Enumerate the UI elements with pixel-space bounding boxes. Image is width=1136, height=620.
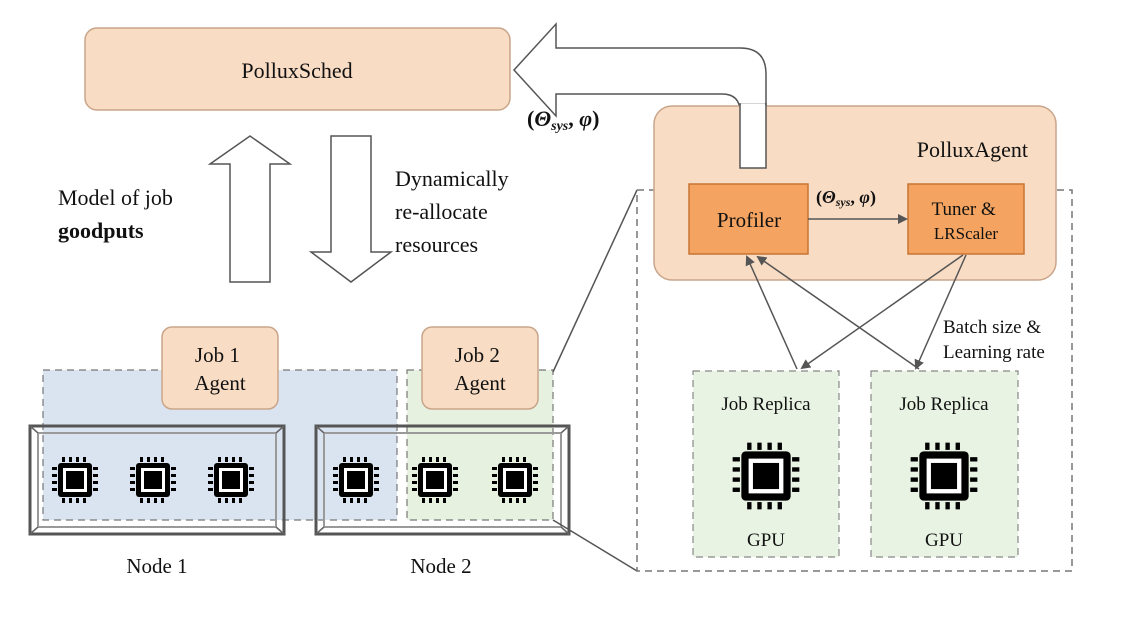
model-of-goodputs-label: Model of job goodputs xyxy=(58,185,178,243)
feedback-theta-phi-label: (Θsys, φ) xyxy=(527,106,599,134)
zoom-line-top xyxy=(552,189,638,373)
tuner-label: Tuner & LRScaler xyxy=(932,199,1001,243)
job-replica-2-gpu-label: GPU xyxy=(925,530,963,551)
node1-label: Node 1 xyxy=(126,554,187,578)
node2-frame xyxy=(314,424,571,536)
gpu-chip-icon xyxy=(333,457,379,503)
node1-frame xyxy=(28,424,286,536)
tuner-to-replica2-arrow xyxy=(914,254,967,370)
feedback-arrow xyxy=(512,22,767,169)
job1-agent-box xyxy=(161,326,279,410)
reallocate-resources-label: Dynamically re-allocate resources xyxy=(395,166,514,257)
node2-label: Node 2 xyxy=(410,554,471,578)
profiler-label: Profiler xyxy=(717,208,781,232)
gpu-chip-icon xyxy=(52,457,98,503)
zoom-line-bottom xyxy=(552,519,638,572)
pollux-sched-box xyxy=(84,27,511,111)
inner-theta-phi-label: (Θsys, φ) xyxy=(816,187,876,209)
job-replica-1-title: Job Replica xyxy=(721,394,811,415)
batch-size-learning-rate-label: Batch size & Learning rate xyxy=(943,317,1046,363)
up-arrow xyxy=(207,135,293,283)
replica1-to-profiler-arrow xyxy=(745,255,798,370)
job2-agent-label: Job 2 Agent xyxy=(454,343,505,395)
job-replica-2-title: Job Replica xyxy=(899,394,989,415)
job-replica-1-gpu-label: GPU xyxy=(747,530,785,551)
feedback-arrow-stem xyxy=(739,103,767,169)
replica2-to-profiler-arrow xyxy=(756,255,920,370)
gpu-chip-icon xyxy=(412,457,458,503)
gpu-chip-icon xyxy=(208,457,254,503)
tuner-box xyxy=(907,183,1025,255)
gpu-chip-icon xyxy=(732,442,800,510)
job2-agent-box xyxy=(421,326,539,410)
gpu-chip-icon xyxy=(492,457,538,503)
gpu-chip-icon xyxy=(130,457,176,503)
pollux-agent-title: PolluxAgent xyxy=(917,137,1028,162)
tuner-to-replica1-arrow xyxy=(800,254,964,370)
job1-agent-label: Job 1 Agent xyxy=(194,343,245,395)
gpu-chip-icon xyxy=(910,442,978,510)
down-arrow xyxy=(308,135,394,283)
pollux-sched-label: PolluxSched xyxy=(241,58,352,83)
